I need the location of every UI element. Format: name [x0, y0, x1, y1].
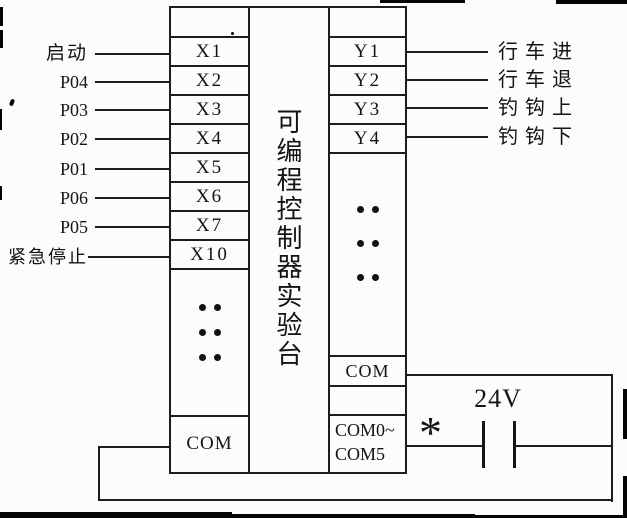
terminal-label: Y1	[353, 41, 382, 62]
ellipsis-dots	[356, 274, 379, 281]
power-supply-plate-right	[513, 421, 516, 468]
device-title: 可编程控制器实验台	[273, 108, 302, 369]
ellipsis-dots	[356, 206, 379, 213]
scan-artifact	[380, 0, 465, 3]
output-com-label: COM	[345, 361, 390, 381]
output-header-cell	[330, 8, 405, 38]
terminal-cell-x7: X7	[171, 212, 248, 241]
input-label-p04: P04	[59, 72, 88, 92]
input-ellipsis-cell	[171, 270, 248, 417]
input-wire-x1	[95, 53, 169, 55]
com-top-wire	[407, 374, 613, 376]
output-wire-y2	[407, 79, 488, 81]
scan-artifact	[623, 476, 627, 518]
com-range-wire-right	[516, 445, 613, 447]
input-label-p03: P03	[59, 100, 88, 120]
terminal-cell-x4: X4	[171, 125, 248, 154]
terminal-cell-x10: X10	[171, 241, 248, 270]
scan-artifact	[0, 30, 3, 48]
ellipsis-dots	[356, 240, 379, 247]
input-terminal-column: X1 X2 X3 X4 X5 X6 X7 X10 COM	[171, 8, 248, 472]
input-wire-x7	[95, 226, 169, 228]
input-label-emergency-stop: 紧急停止	[8, 247, 88, 267]
output-wire-y3	[407, 107, 488, 109]
scan-artifact	[623, 389, 627, 439]
terminal-cell-x3: X3	[171, 96, 248, 125]
input-wire-x2	[95, 81, 169, 83]
input-com-label: COM	[186, 433, 233, 454]
input-header-cell	[171, 8, 248, 38]
left-return-wire	[98, 446, 100, 501]
output-label-crane-reverse: 行车退	[498, 69, 579, 91]
power-supply-plate-left	[482, 421, 485, 468]
input-wire-x3	[95, 109, 169, 111]
scan-artifact	[0, 109, 2, 130]
input-label-p05: P05	[59, 217, 88, 237]
input-wire-x10	[88, 256, 169, 258]
terminal-cell-x1: X1	[171, 38, 248, 67]
output-label-hook-down: 钓钩下	[498, 126, 579, 148]
input-label-p02: P02	[59, 129, 88, 149]
output-label-crane-forward: 行车进	[498, 41, 579, 63]
terminal-label: Y4	[353, 128, 382, 149]
terminal-cell-y1: Y1	[330, 38, 405, 67]
terminal-label: X2	[195, 70, 224, 91]
scan-artifact	[0, 7, 3, 26]
terminal-label: X4	[195, 128, 224, 149]
terminal-cell-y4: Y4	[330, 125, 405, 154]
terminal-cell-x2: X2	[171, 67, 248, 96]
scan-artifact	[430, 515, 627, 518]
plc-block: X1 X2 X3 X4 X5 X6 X7 X10 COM 可编程控制器实验台 Y…	[169, 6, 407, 474]
output-empty-cell	[330, 387, 405, 416]
ellipsis-dots	[198, 304, 221, 311]
scan-artifact	[556, 0, 627, 4]
output-ellipsis-cell	[330, 154, 405, 357]
ellipsis-dots	[198, 354, 221, 361]
terminal-label: X5	[195, 157, 224, 178]
terminal-label: Y2	[353, 70, 382, 91]
input-label-start: 启动	[45, 43, 88, 64]
terminal-label: X7	[195, 215, 224, 236]
right-return-wire	[611, 374, 613, 502]
bottom-bus-wire	[98, 499, 613, 501]
output-com-range-line2: COM5	[335, 444, 386, 464]
terminal-label: X1	[195, 41, 224, 62]
output-terminal-column: Y1 Y2 Y3 Y4 COM COM0~ COM5	[330, 8, 405, 472]
terminal-label: X10	[190, 244, 229, 265]
output-com-range-cell: COM0~ COM5	[330, 416, 405, 472]
input-label-p01: P01	[59, 159, 88, 179]
output-com-cell: COM	[330, 357, 405, 387]
input-wire-x4	[95, 138, 169, 140]
input-wire-x5	[95, 168, 169, 170]
terminal-cell-x6: X6	[171, 183, 248, 212]
column-divider-left	[248, 8, 250, 472]
output-label-hook-up: 钓钩上	[498, 97, 579, 119]
input-com-wire	[98, 446, 169, 448]
input-label-p06: P06	[59, 188, 88, 208]
scan-artifact	[225, 514, 475, 518]
note-asterisk: *	[419, 407, 442, 458]
terminal-label: Y3	[353, 99, 382, 120]
scan-artifact	[0, 186, 2, 200]
scan-artifact	[231, 32, 234, 35]
output-wire-y4	[407, 136, 488, 138]
scan-artifact	[0, 512, 232, 518]
com-range-wire-left	[407, 445, 483, 447]
output-com-range-line1: COM0~	[335, 420, 395, 440]
terminal-cell-y3: Y3	[330, 96, 405, 125]
terminal-cell-x5: X5	[171, 154, 248, 183]
column-divider-right	[328, 8, 330, 472]
terminal-cell-y2: Y2	[330, 67, 405, 96]
input-com-cell: COM	[171, 417, 248, 472]
input-wire-x6	[95, 197, 169, 199]
terminal-label: X6	[195, 186, 224, 207]
terminal-label: X3	[195, 99, 224, 120]
output-wire-y1	[407, 51, 488, 53]
ellipsis-dots	[198, 329, 221, 336]
power-voltage-label: 24V	[474, 384, 522, 413]
